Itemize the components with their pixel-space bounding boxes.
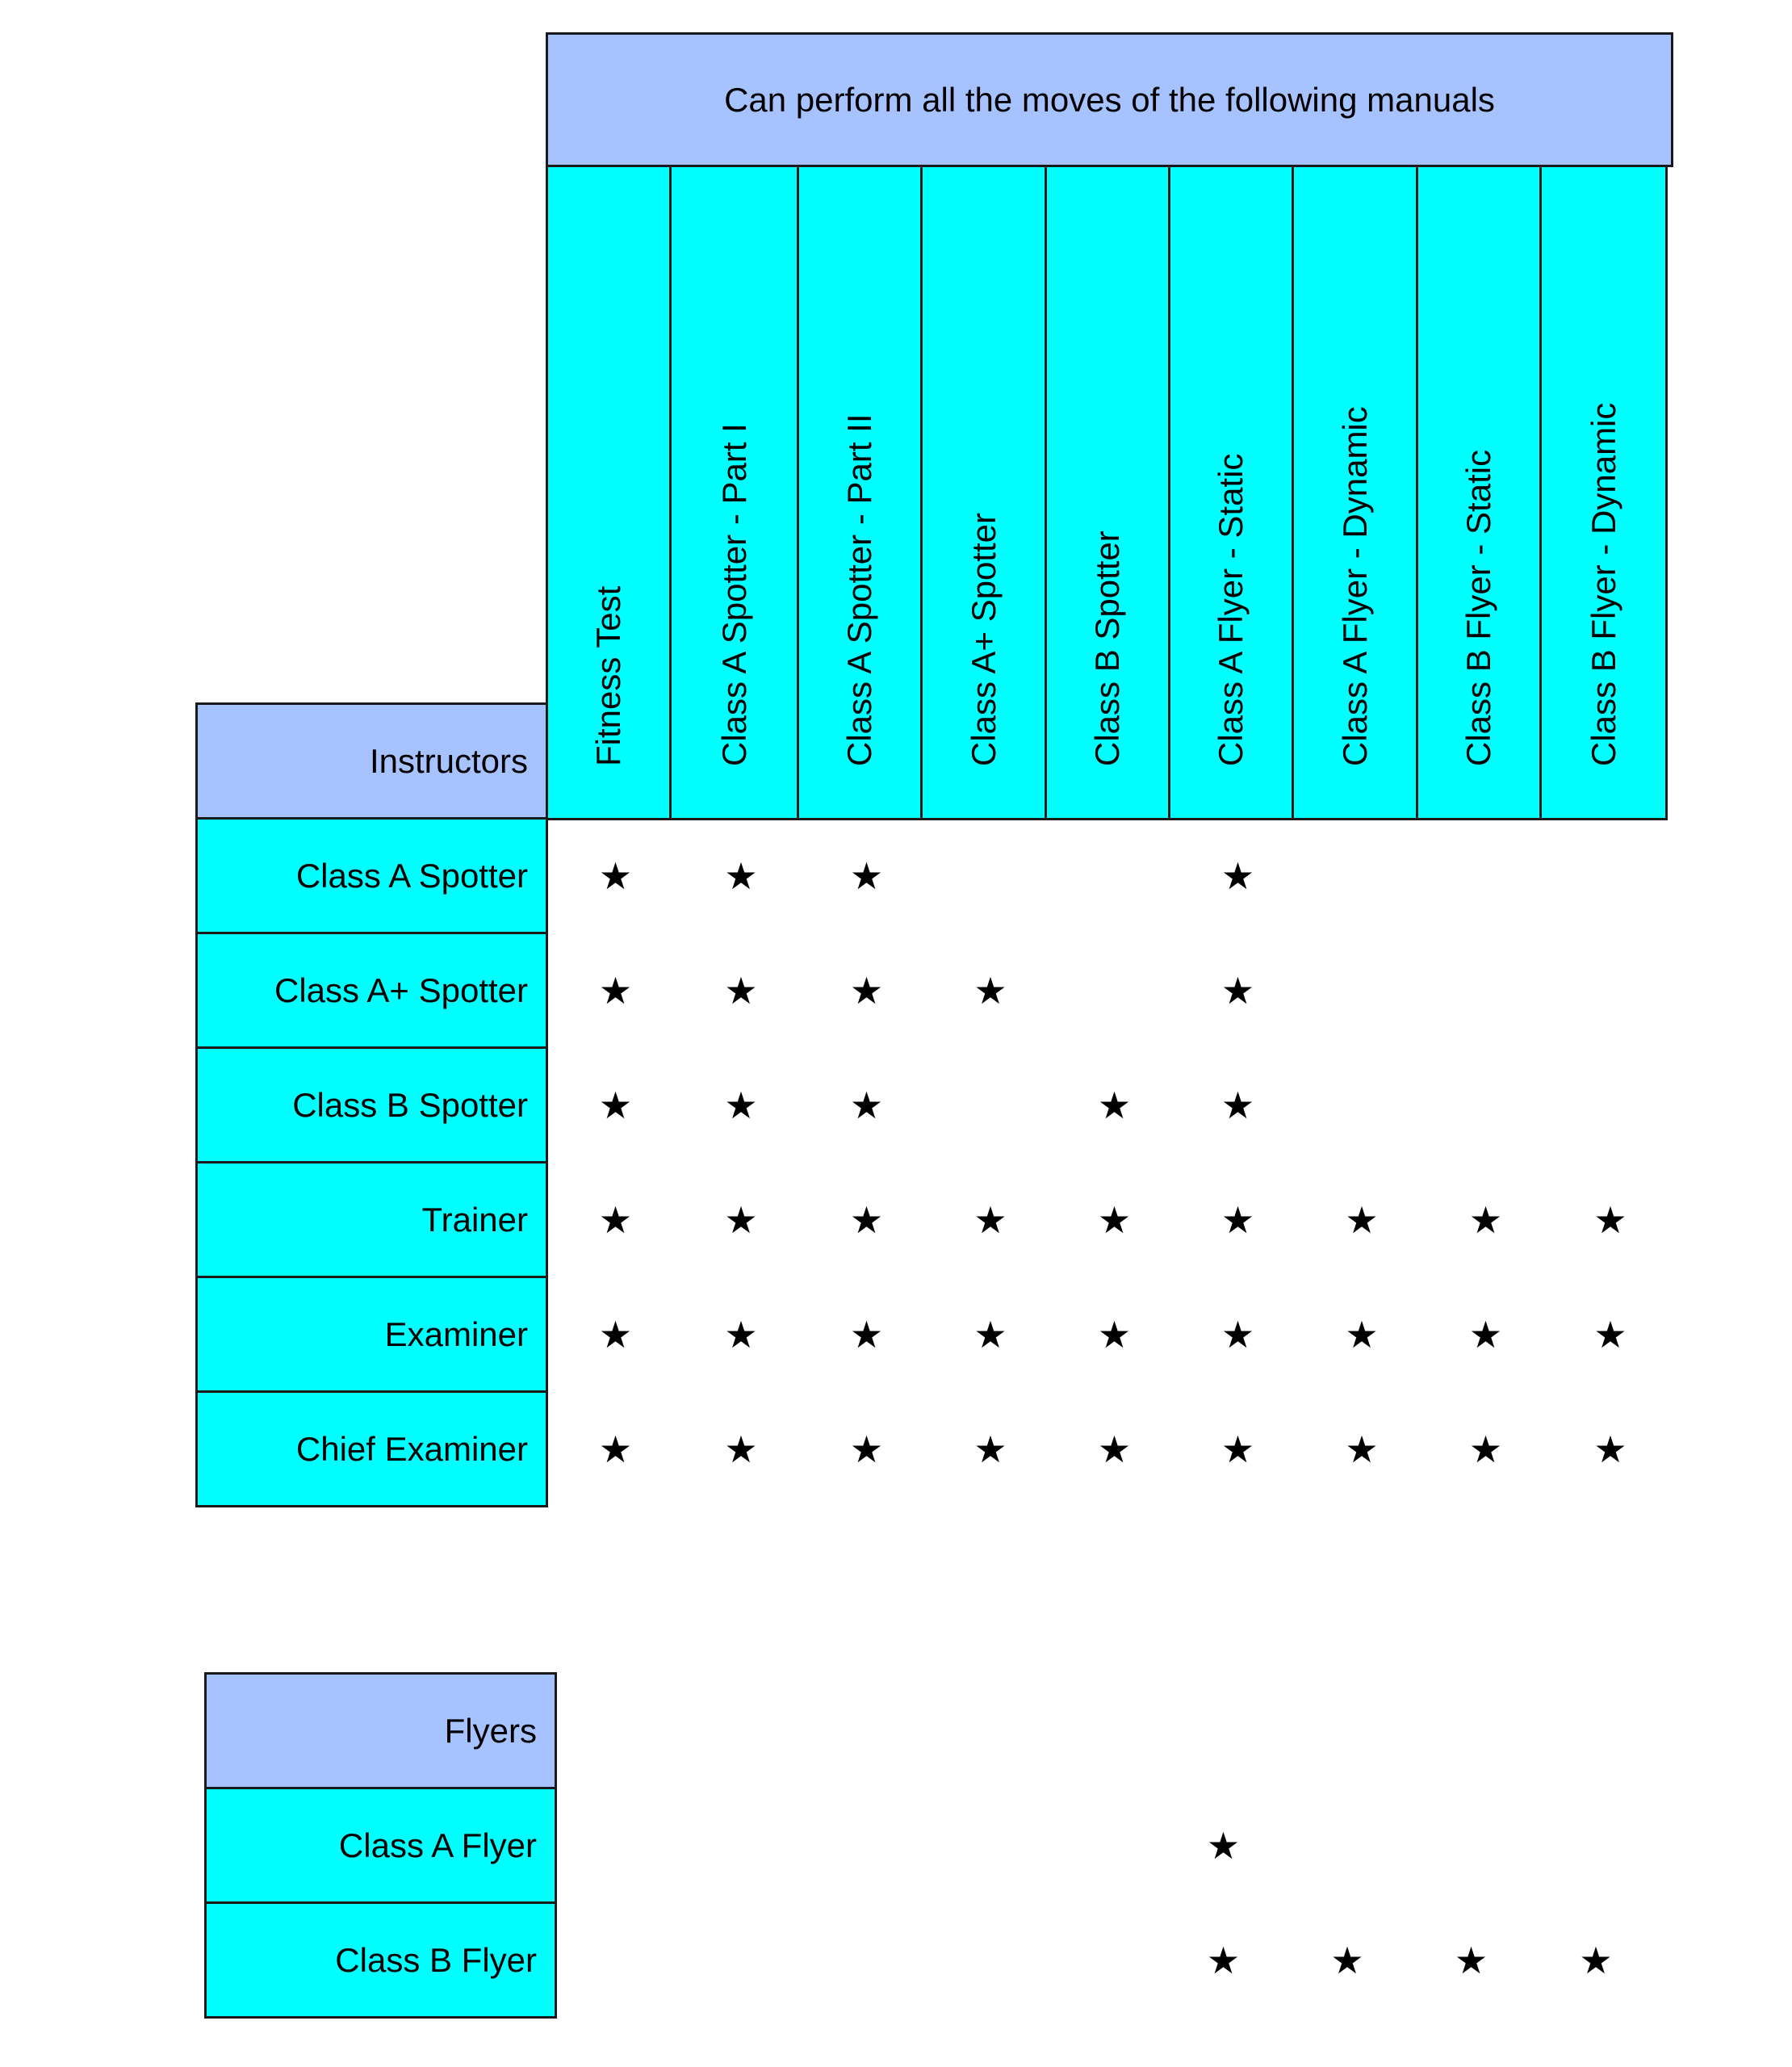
column-header-label: Class B Flyer - Dynamic [1584,402,1622,766]
star-mark: ★ [973,1198,1007,1242]
star-mark: ★ [1468,1313,1503,1356]
column-header: Class B Flyer - Dynamic [1539,165,1668,820]
star-mark: ★ [1579,1939,1613,1982]
star-mark: ★ [1097,1084,1132,1127]
column-header-label: Class A Spotter - Part I [714,423,753,766]
star-mark: ★ [724,1313,758,1356]
star-mark: ★ [1206,1824,1241,1868]
star-mark: ★ [1593,1198,1627,1242]
star-mark: ★ [1206,1939,1241,1982]
star-mark: ★ [849,1084,884,1127]
star-mark: ★ [849,969,884,1013]
column-header: Class A+ Spotter [920,165,1047,820]
star-mark: ★ [1097,1428,1132,1471]
star-mark: ★ [849,854,884,898]
instructors-row-label: Class B Spotter [195,1046,548,1163]
flyers-row-label: Class A Flyer [204,1787,557,1904]
star-mark: ★ [1220,1084,1255,1127]
flyers-header: Flyers [204,1672,557,1789]
instructors-header: Instructors [195,702,548,820]
star-mark: ★ [1097,1313,1132,1356]
star-mark: ★ [1468,1198,1503,1242]
star-mark: ★ [724,1428,758,1471]
star-mark: ★ [724,1084,758,1127]
column-header: Class A Spotter - Part I [669,165,799,820]
column-header: Class A Flyer - Static [1168,165,1294,820]
column-header-label: Fitness Test [589,585,627,766]
star-mark: ★ [724,854,758,898]
star-mark: ★ [1220,969,1255,1013]
star-mark: ★ [849,1313,884,1356]
star-mark: ★ [1220,854,1255,898]
star-mark: ★ [1330,1939,1364,1982]
column-header-label: Class A+ Spotter [964,513,1003,766]
column-header: Class A Flyer - Dynamic [1292,165,1418,820]
star-mark: ★ [1468,1428,1503,1471]
instructors-row-label: Chief Examiner [195,1390,548,1507]
star-mark: ★ [1593,1313,1627,1356]
instructors-row-label: Trainer [195,1161,548,1278]
star-mark: ★ [1097,1198,1132,1242]
star-mark: ★ [1593,1428,1627,1471]
star-mark: ★ [1220,1198,1255,1242]
star-mark: ★ [598,854,633,898]
column-header: Class B Spotter [1045,165,1170,820]
star-mark: ★ [598,1313,633,1356]
column-header-label: Class A Flyer - Dynamic [1335,406,1374,766]
column-header-label: Class A Flyer - Static [1212,453,1250,766]
star-mark: ★ [1345,1428,1379,1471]
column-header-label: Class B Spotter [1088,530,1126,766]
star-mark: ★ [598,969,633,1013]
column-header-label: Class B Flyer - Static [1459,449,1497,766]
instructors-row-label: Class A Spotter [195,817,548,934]
column-header-label: Class A Spotter - Part II [840,413,878,766]
star-mark: ★ [1220,1428,1255,1471]
instructors-row-label: Examiner [195,1276,548,1393]
star-mark: ★ [1345,1198,1379,1242]
star-mark: ★ [598,1084,633,1127]
column-header: Class A Spotter - Part II [797,165,923,820]
star-mark: ★ [849,1428,884,1471]
star-mark: ★ [1220,1313,1255,1356]
star-mark: ★ [598,1428,633,1471]
star-mark: ★ [849,1198,884,1242]
star-mark: ★ [1454,1939,1488,1982]
banner-header: Can perform all the moves of the followi… [546,32,1673,167]
star-mark: ★ [724,969,758,1013]
star-mark: ★ [598,1198,633,1242]
flyers-row-label: Class B Flyer [204,1901,557,2019]
star-mark: ★ [724,1198,758,1242]
column-header: Class B Flyer - Static [1416,165,1542,820]
star-mark: ★ [973,1428,1007,1471]
star-mark: ★ [973,969,1007,1013]
star-mark: ★ [973,1313,1007,1356]
column-header: Fitness Test [546,165,672,820]
instructors-row-label: Class A+ Spotter [195,932,548,1049]
star-mark: ★ [1345,1313,1379,1356]
